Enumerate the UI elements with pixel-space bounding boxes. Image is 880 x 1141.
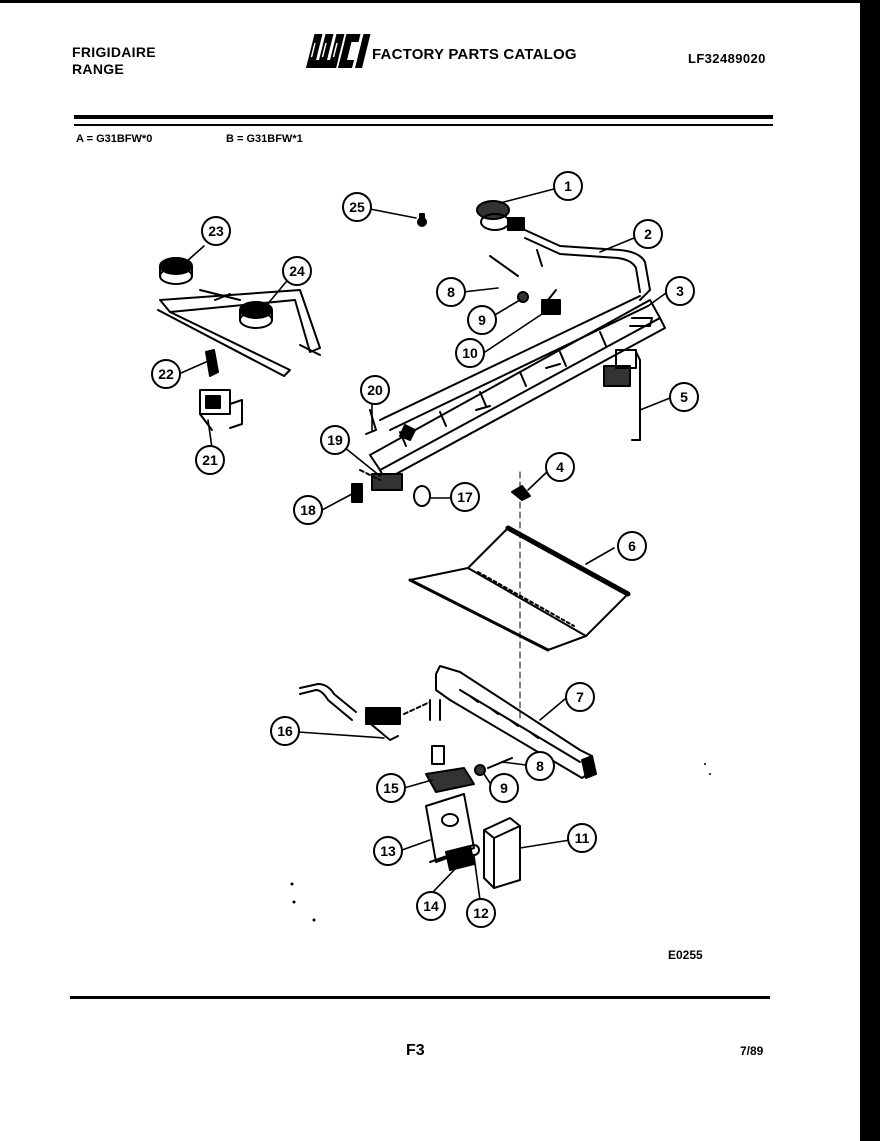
header-rule-thin <box>74 124 773 126</box>
callout-24: 24 <box>282 256 312 286</box>
catalog-number: LF32489020 <box>688 51 766 66</box>
footer-rule <box>70 996 770 999</box>
callout-9-lower: 9 <box>489 773 519 803</box>
callouts: 1 2 3 4 5 6 7 8 9 10 11 12 13 14 15 16 1… <box>151 171 699 928</box>
svg-text:20: 20 <box>367 382 383 398</box>
model-a-label: A = G31BFW*0 <box>76 133 153 145</box>
svg-text:12: 12 <box>473 905 489 921</box>
page-top-border <box>0 0 880 3</box>
svg-text:11: 11 <box>575 830 590 846</box>
brand-name: FRIGIDAIRE <box>72 44 156 60</box>
callout-21: 21 <box>195 445 225 475</box>
part-burner-assembly <box>157 257 321 377</box>
part-valve-upper <box>489 255 561 315</box>
part-regulator <box>476 200 525 231</box>
callout-3: 3 <box>665 276 695 306</box>
callout-18: 18 <box>293 495 323 525</box>
product-type: RANGE <box>72 61 125 77</box>
part-baffle <box>408 525 631 652</box>
part-fitting-25 <box>417 213 427 227</box>
svg-text:18: 18 <box>300 502 316 518</box>
callout-12: 12 <box>466 898 496 928</box>
svg-text:13: 13 <box>380 843 396 859</box>
svg-text:2: 2 <box>644 226 652 242</box>
model-b-label: B = G31BFW*1 <box>226 133 303 145</box>
callout-4: 4 <box>545 452 575 482</box>
catalog-title: FACTORY PARTS CATALOG <box>372 46 577 63</box>
svg-text:25: 25 <box>349 199 365 215</box>
svg-text:19: 19 <box>327 432 343 448</box>
brand-block: FRIGIDAIRE RANGE <box>72 44 156 78</box>
svg-text:3: 3 <box>676 283 684 299</box>
callout-22: 22 <box>151 359 181 389</box>
svg-text:8: 8 <box>447 284 455 300</box>
callout-10: 10 <box>455 338 485 368</box>
part-igniter <box>299 683 431 741</box>
callout-11: 11 <box>567 823 597 853</box>
svg-text:24: 24 <box>289 263 305 279</box>
callout-9-upper: 9 <box>467 305 497 335</box>
callout-13: 13 <box>373 836 403 866</box>
part-oven-valve <box>425 745 475 793</box>
callout-1: 1 <box>553 171 583 201</box>
drawing-number: E0255 <box>668 948 703 962</box>
callout-2: 2 <box>633 219 663 249</box>
part-manifold-rail <box>369 295 666 481</box>
callout-20: 20 <box>360 375 390 405</box>
svg-text:7: 7 <box>576 689 584 705</box>
wci-logo <box>306 34 371 68</box>
svg-text:9: 9 <box>478 312 486 328</box>
svg-text:8: 8 <box>536 758 544 774</box>
svg-text:10: 10 <box>462 345 478 361</box>
part-burner-valve <box>199 349 243 431</box>
callout-23: 23 <box>201 216 231 246</box>
svg-text:21: 21 <box>202 452 218 468</box>
svg-text:16: 16 <box>277 723 293 739</box>
header-rule-thick <box>74 115 773 119</box>
callout-8-lower: 8 <box>525 751 555 781</box>
callout-6: 6 <box>617 531 647 561</box>
callout-7: 7 <box>565 682 595 712</box>
callout-25: 25 <box>342 192 372 222</box>
callout-15: 15 <box>376 773 406 803</box>
svg-text:22: 22 <box>158 366 174 382</box>
leader-lines <box>180 188 671 901</box>
svg-text:23: 23 <box>208 223 224 239</box>
svg-text:5: 5 <box>680 389 688 405</box>
svg-text:6: 6 <box>628 538 636 554</box>
page-right-border <box>860 0 880 1141</box>
callout-16: 16 <box>270 716 300 746</box>
svg-text:4: 4 <box>556 459 564 475</box>
page-date: 7/89 <box>740 1044 764 1058</box>
part-igniter-parts <box>351 409 431 507</box>
svg-text:1: 1 <box>564 178 572 194</box>
part-cover-assembly <box>425 793 521 889</box>
callout-17: 17 <box>450 482 480 512</box>
part-manifold-pipe <box>524 229 651 301</box>
part-clip <box>511 485 531 501</box>
svg-text:17: 17 <box>457 489 473 505</box>
callout-8-upper: 8 <box>436 277 466 307</box>
page-code: F3 <box>406 1042 425 1059</box>
part-valve-lower <box>474 757 513 776</box>
part-oven-burner <box>429 665 597 779</box>
svg-text:14: 14 <box>423 898 439 914</box>
callout-5: 5 <box>669 382 699 412</box>
svg-text:9: 9 <box>500 780 508 796</box>
part-thermostat <box>603 349 641 441</box>
scan-specks <box>290 763 711 922</box>
callout-14: 14 <box>416 891 446 921</box>
callout-19: 19 <box>320 425 350 455</box>
svg-text:15: 15 <box>383 780 399 796</box>
